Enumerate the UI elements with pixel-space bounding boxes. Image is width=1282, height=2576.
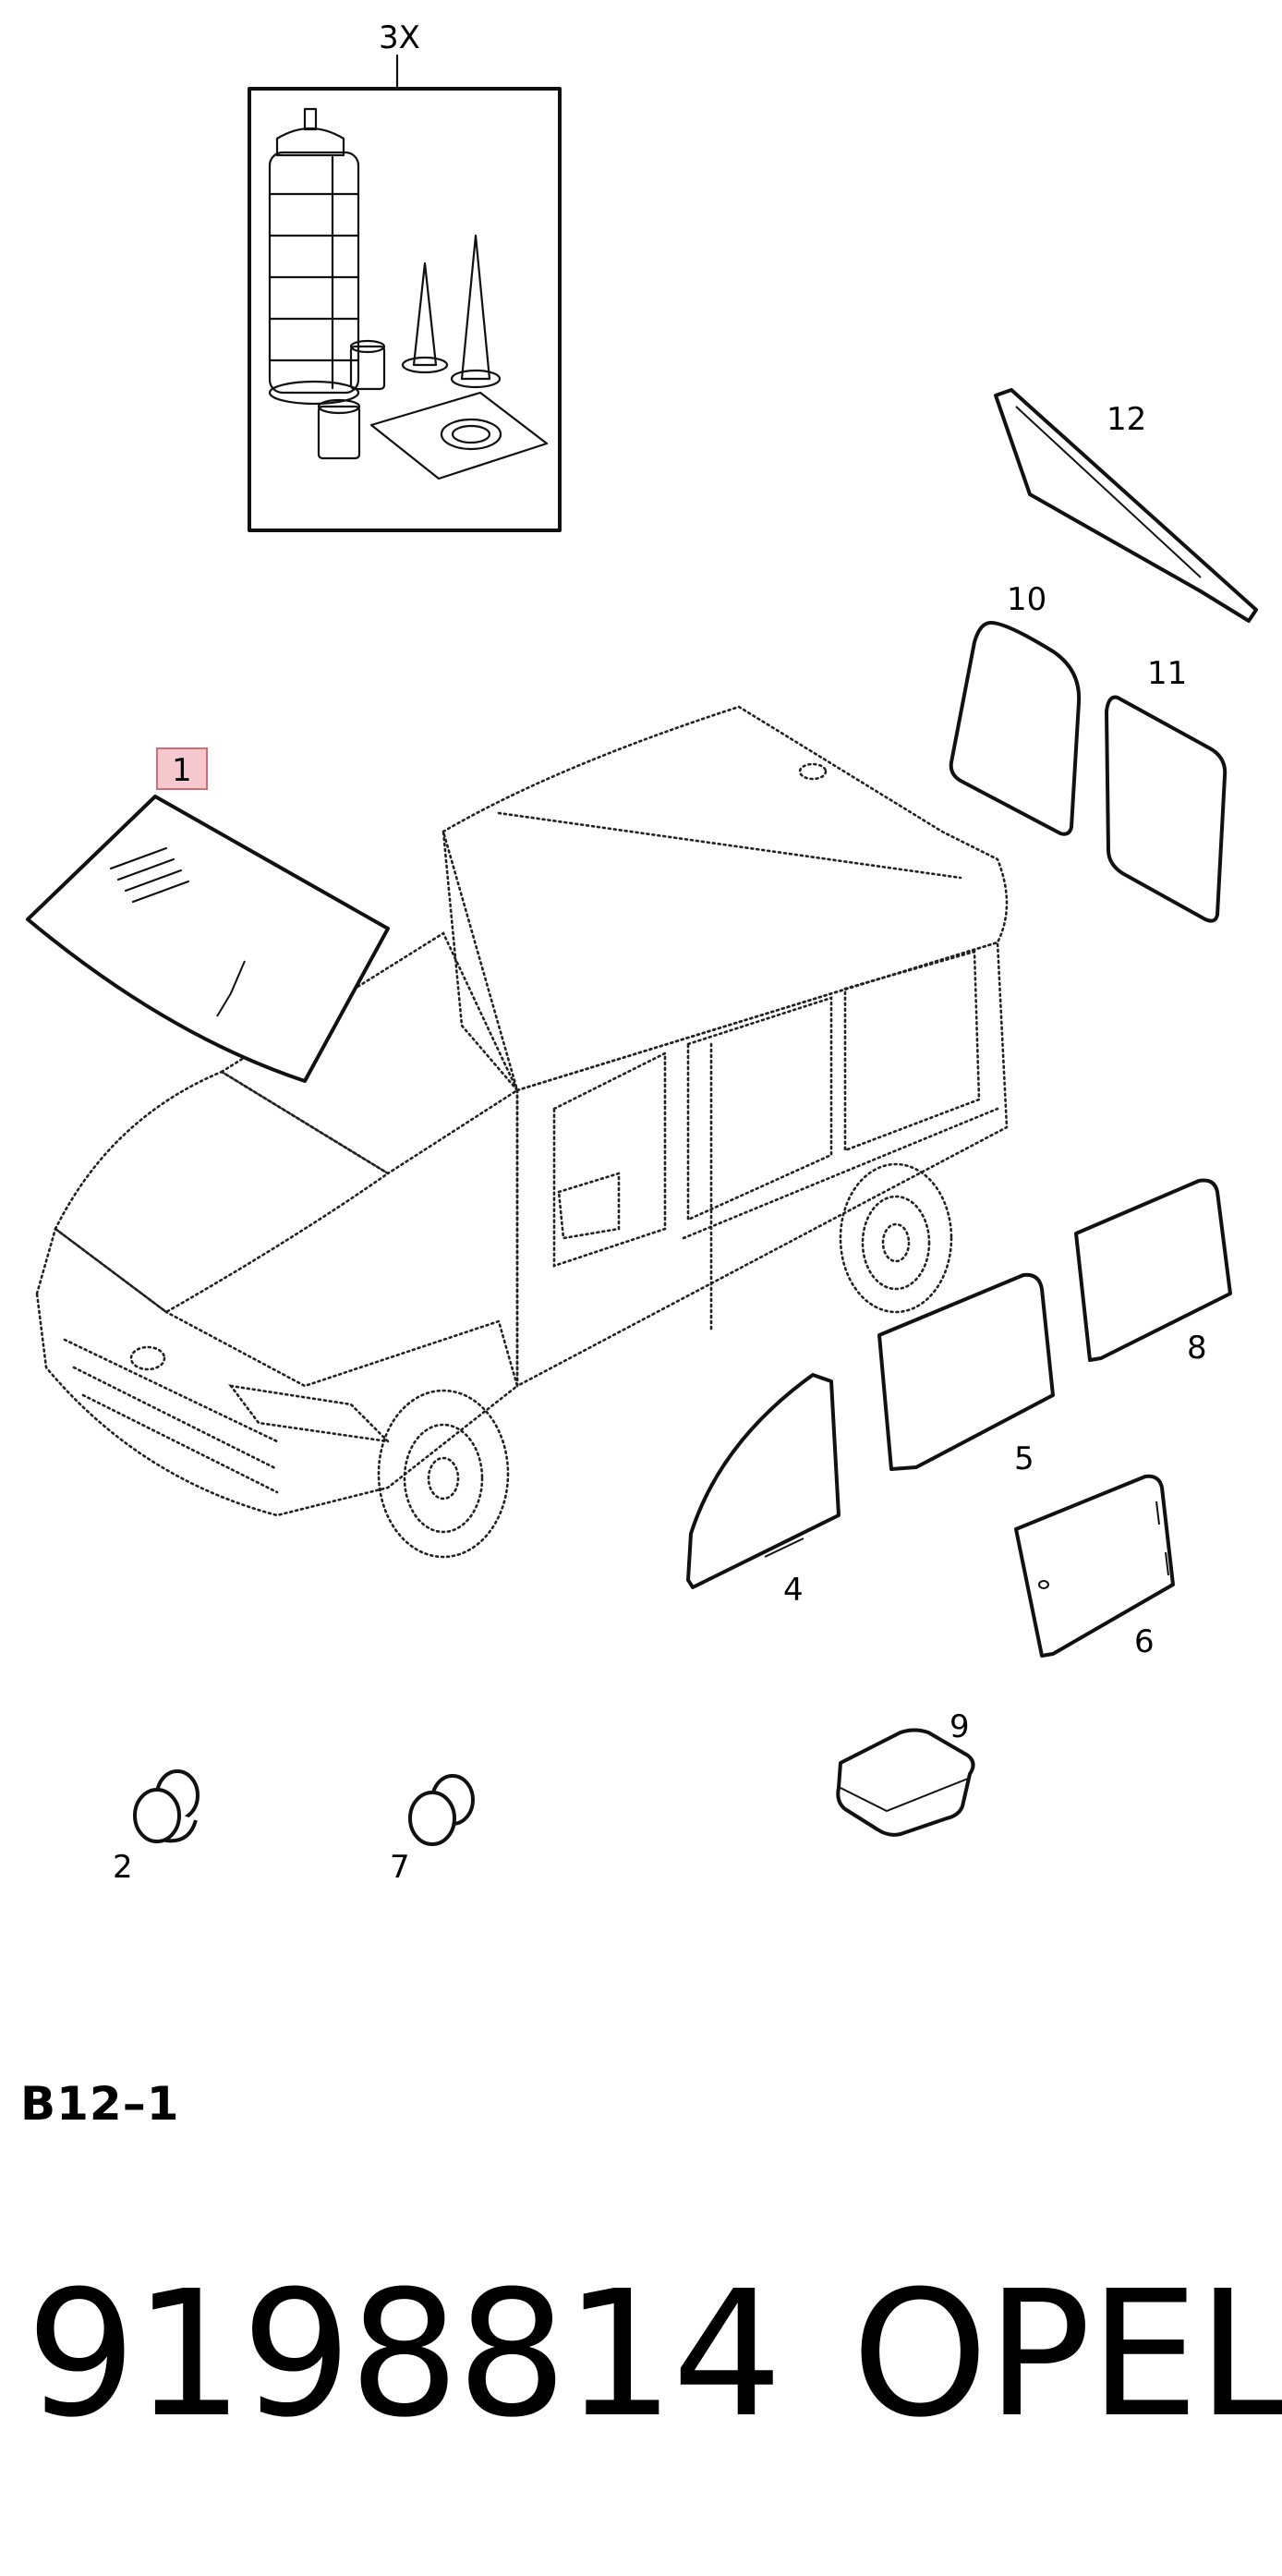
sliding-window-glass-part [1014, 1474, 1175, 1658]
primer-bottle-icon [317, 339, 386, 460]
adhesive-cartridge-icon [268, 107, 360, 406]
front-door-glass-part [686, 1373, 841, 1589]
plug-part-7 [408, 1774, 475, 1846]
nozzle-icon [401, 234, 502, 389]
callout-4: 4 [783, 1572, 804, 1609]
callout-10: 10 [1007, 581, 1046, 618]
callout-1-highlight [156, 747, 208, 790]
callout-2: 2 [113, 1849, 133, 1886]
callout-8: 8 [1187, 1330, 1207, 1367]
kit-quantity-label: 3X [379, 19, 420, 56]
sliding-door-glass-part [877, 1272, 1055, 1471]
wipe-packet-icon [369, 391, 549, 480]
quarter-glass-right-part [1105, 695, 1228, 923]
quarter-glass-left-part [949, 620, 1082, 836]
callout-5: 5 [1014, 1440, 1034, 1477]
section-code: B12–1 [20, 2077, 180, 2131]
callout-11: 11 [1147, 655, 1187, 692]
windshield-part [26, 795, 390, 1083]
callout-6: 6 [1134, 1623, 1155, 1660]
plug-part-2 [133, 1769, 200, 1843]
callout-9: 9 [949, 1708, 970, 1745]
parts-diagram: 3X [26, 19, 1258, 1886]
callout-12: 12 [1107, 401, 1146, 438]
brand-name: OPEL [852, 2254, 1282, 2456]
callout-7: 7 [390, 1849, 410, 1886]
side-panel-glass-part [1074, 1178, 1232, 1362]
adhesive-kit-illustration: 3X [248, 19, 562, 532]
part-number: 9198814 [26, 2254, 782, 2456]
callout-1: 1 [172, 752, 192, 789]
kit-box [248, 87, 562, 532]
vehicle-outline [35, 705, 1009, 1559]
tailgate-glass-part [994, 388, 1258, 623]
pad-part [836, 1728, 975, 1837]
